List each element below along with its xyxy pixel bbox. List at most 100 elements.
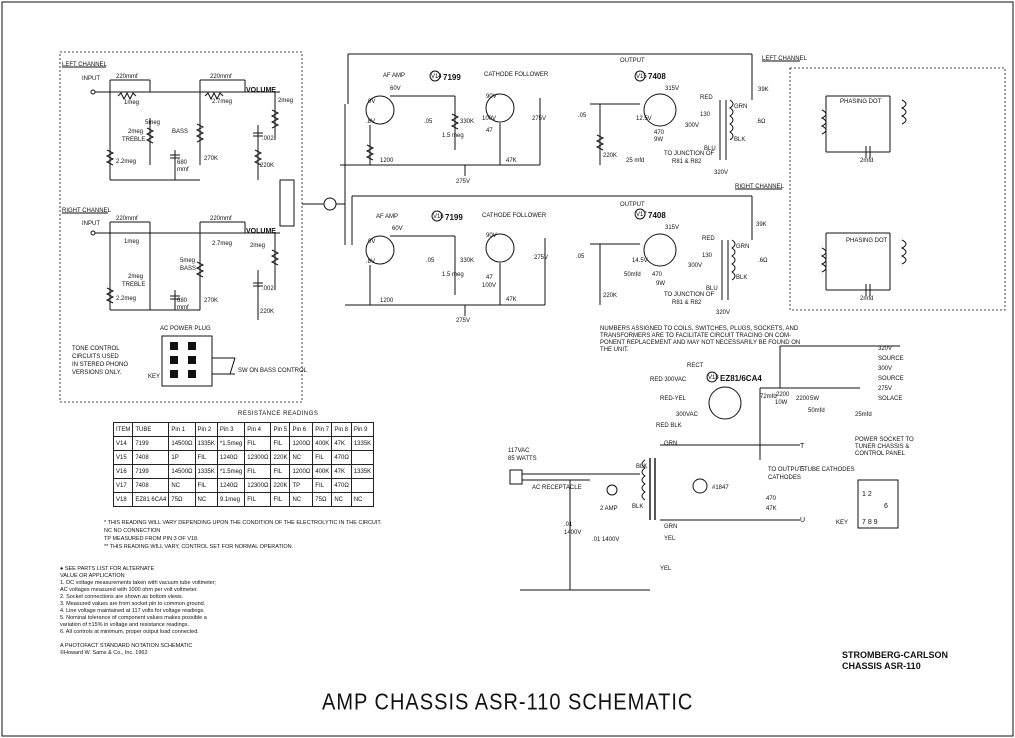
- svg-text:220K: 220K: [603, 293, 617, 299]
- svg-text:S: S: [800, 466, 805, 473]
- table-cell: *1.5meg: [216, 464, 246, 479]
- table-header-cell: Pin 1: [168, 422, 196, 437]
- svg-text:#1847: #1847: [712, 485, 729, 491]
- svg-text:KEY: KEY: [148, 374, 160, 380]
- table-cell: FIL: [194, 478, 218, 493]
- measurement-note: [60, 636, 280, 643]
- svg-text:275V: 275V: [878, 386, 892, 392]
- table-header-cell: Pin 2: [194, 422, 218, 437]
- svg-text:47K: 47K: [506, 297, 517, 303]
- svg-text:300V: 300V: [878, 366, 892, 372]
- svg-text:330K: 330K: [460, 258, 474, 264]
- svg-text:R81 & R82: R81 & R82: [672, 159, 702, 165]
- table-cell: 7408: [132, 478, 170, 493]
- table-cell: 1335K: [350, 436, 375, 451]
- left-volume-label: VOLUME: [246, 87, 276, 94]
- table-cell: 220K: [270, 478, 291, 493]
- svg-text:0V: 0V: [368, 239, 375, 245]
- table-cell: 400K: [312, 464, 333, 479]
- svg-text:9W: 9W: [654, 137, 663, 143]
- svg-text:BLU: BLU: [706, 286, 718, 292]
- svg-text:47: 47: [486, 275, 493, 281]
- svg-text:2200: 2200: [796, 396, 810, 402]
- table-header-cell: Pin 5: [270, 422, 291, 437]
- svg-text:9W: 9W: [656, 281, 665, 287]
- svg-text:1200: 1200: [380, 298, 394, 304]
- svg-text:OUTPUT: OUTPUT: [620, 202, 645, 208]
- table-cell: 75Ω: [168, 492, 196, 507]
- measurement-note: variation of ±15% in voltage and resista…: [60, 622, 189, 628]
- svg-text:315V: 315V: [665, 225, 679, 231]
- v17-output-tube: [643, 233, 677, 267]
- svg-text:470: 470: [766, 496, 777, 502]
- table-cell: 1240Ω: [216, 478, 246, 493]
- svg-text:2.2meg: 2.2meg: [116, 296, 136, 302]
- svg-text:.05: .05: [578, 113, 587, 119]
- svg-text:RED BLK: RED BLK: [656, 423, 682, 429]
- svg-text:2200: 2200: [776, 392, 790, 398]
- svg-text:BASS: BASS: [180, 266, 196, 272]
- measurement-note: 3. Measured values are from socket pin t…: [60, 601, 206, 607]
- table-cell: 1335K: [194, 436, 218, 451]
- table-cell: *1.5meg: [216, 436, 246, 451]
- table-cell: FIL: [244, 492, 272, 507]
- svg-text:2 AMP: 2 AMP: [600, 506, 618, 512]
- svg-text:BLK: BLK: [636, 464, 647, 470]
- svg-text:1200: 1200: [380, 158, 394, 164]
- svg-text:220K: 220K: [603, 153, 617, 159]
- svg-text:270K: 270K: [204, 156, 218, 162]
- table-header-cell: Pin 9: [350, 422, 375, 437]
- svg-text:1 2: 1 2: [862, 491, 872, 498]
- measurement-note: AC voltages measured with 1000 ohm per v…: [60, 587, 198, 593]
- svg-text:100V: 100V: [482, 283, 496, 289]
- svg-text:130: 130: [700, 112, 711, 118]
- svg-text:60V: 60V: [392, 226, 403, 232]
- svg-text:RED: RED: [702, 236, 715, 242]
- svg-text:.002: .002: [262, 286, 274, 292]
- svg-text:60V: 60V: [390, 86, 401, 92]
- table-cell: FIL: [270, 464, 291, 479]
- left-treble-label: TREBLE: [122, 137, 145, 143]
- svg-text:6: 6: [884, 503, 888, 510]
- measurement-note: 6. All controls at minimum, proper outpu…: [60, 629, 199, 635]
- table-cell: 1240Ω: [216, 450, 246, 465]
- svg-text:117VAC: 117VAC: [508, 448, 530, 454]
- svg-text:270K: 270K: [204, 298, 218, 304]
- svg-text:2.7meg: 2.7meg: [212, 99, 232, 105]
- left-amp-channel: AF AMP V14 7199 CATHODE FOLLOWER 60V 0V …: [340, 53, 808, 185]
- table-cell: 7408: [132, 450, 170, 465]
- table-header-cell: TUBE: [132, 422, 170, 437]
- svg-text:.05: .05: [576, 254, 585, 260]
- svg-text:320V: 320V: [714, 170, 728, 176]
- svg-text:5meg: 5meg: [145, 120, 160, 126]
- table-cell: [350, 478, 375, 493]
- table-cell: 12300Ω: [244, 478, 272, 493]
- svg-text:.8V: .8V: [366, 119, 375, 125]
- svg-text:AC RECEPTACLE: AC RECEPTACLE: [532, 485, 582, 491]
- right-volume-label: VOLUME: [246, 228, 276, 235]
- table-cell: NC: [331, 492, 352, 507]
- manufacturer-name: STROMBERG-CARLSON: [842, 650, 948, 660]
- svg-text:CATHODE FOLLOWER: CATHODE FOLLOWER: [482, 213, 547, 219]
- table-cell: 7199: [132, 464, 170, 479]
- svg-text:7 8 9: 7 8 9: [862, 519, 878, 526]
- svg-text:5meg: 5meg: [180, 258, 195, 264]
- table-note: * THIS READING WILL VARY DEPENDING UPON …: [104, 520, 382, 526]
- table-header-cell: Pin 8: [331, 422, 352, 437]
- svg-text:V14: V14: [431, 74, 442, 80]
- svg-text:300VAC: 300VAC: [676, 412, 699, 418]
- table-header-cell: Pin 6: [289, 422, 314, 437]
- svg-text:275V: 275V: [456, 179, 470, 185]
- svg-text:220mmf: 220mmf: [116, 216, 138, 222]
- svg-text:25mfd: 25mfd: [855, 412, 872, 418]
- svg-text:85 WATTS: 85 WATTS: [508, 456, 537, 462]
- svg-text:V18: V18: [708, 375, 719, 381]
- svg-text:RED-YEL: RED-YEL: [660, 396, 687, 402]
- table-cell: 47K: [331, 464, 352, 479]
- table-cell: V14: [112, 436, 134, 451]
- svg-text:300V: 300V: [685, 123, 699, 129]
